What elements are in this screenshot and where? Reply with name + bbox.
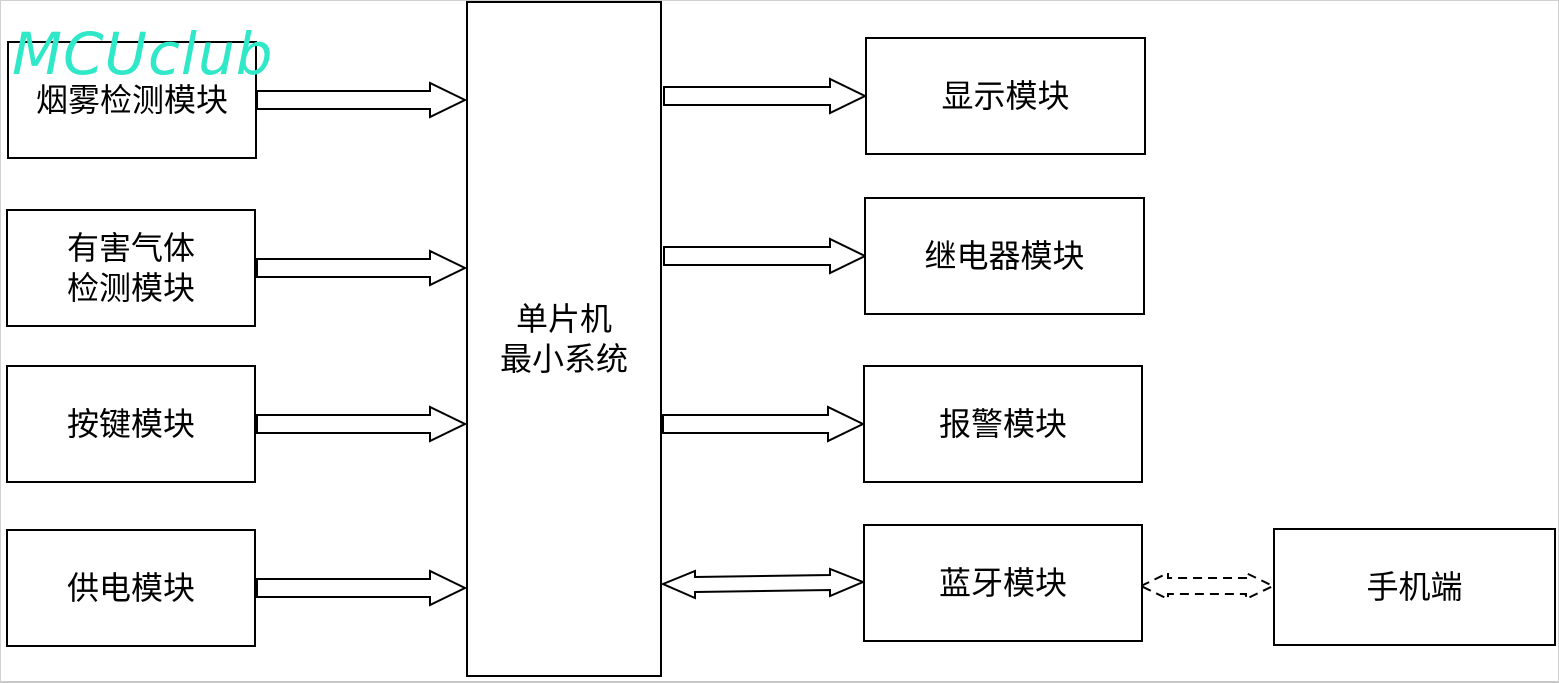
display-block: 显示模块 [865, 37, 1146, 155]
arrow-gas-to-mcu [256, 249, 468, 287]
power-supply-block: 供电模块 [6, 529, 256, 647]
mcu-label: 单片机 最小系统 [499, 300, 628, 378]
relay-label: 继电器模块 [924, 237, 1085, 275]
smoke-detection-label: 烟雾检测模块 [35, 81, 228, 119]
keypad-block: 按键模块 [6, 365, 256, 483]
arrow-smoke-to-mcu [256, 81, 468, 119]
mcu-min-system-block: 单片机 最小系统 [466, 1, 662, 677]
bluetooth-label: 蓝牙模块 [938, 564, 1067, 602]
phone-block: 手机端 [1273, 528, 1556, 646]
alarm-label: 报警模块 [938, 405, 1067, 443]
power-supply-label: 供电模块 [66, 569, 195, 607]
mcuclub-watermark-logo: MCUclub [12, 20, 274, 88]
arrow-mcu-to-display [663, 77, 868, 115]
arrow-bluetooth-phone-wireless [1138, 571, 1276, 601]
alarm-block: 报警模块 [863, 365, 1143, 483]
harmful-gas-detection-block: 有害气体 检测模块 [6, 209, 256, 327]
arrow-keys-to-mcu [256, 405, 468, 443]
display-label: 显示模块 [941, 77, 1070, 115]
bluetooth-block: 蓝牙模块 [863, 524, 1143, 642]
arrow-power-to-mcu [256, 569, 468, 607]
relay-block: 继电器模块 [864, 197, 1145, 315]
harmful-gas-label: 有害气体 检测模块 [66, 229, 195, 307]
smoke-detection-block: 烟雾检测模块 [7, 41, 257, 159]
arrow-mcu-to-alarm [662, 405, 866, 443]
arrow-mcu-bluetooth-bidirectional [660, 567, 866, 600]
keypad-label: 按键模块 [66, 405, 195, 443]
phone-label: 手机端 [1366, 568, 1463, 606]
arrow-mcu-to-relay [663, 237, 868, 275]
